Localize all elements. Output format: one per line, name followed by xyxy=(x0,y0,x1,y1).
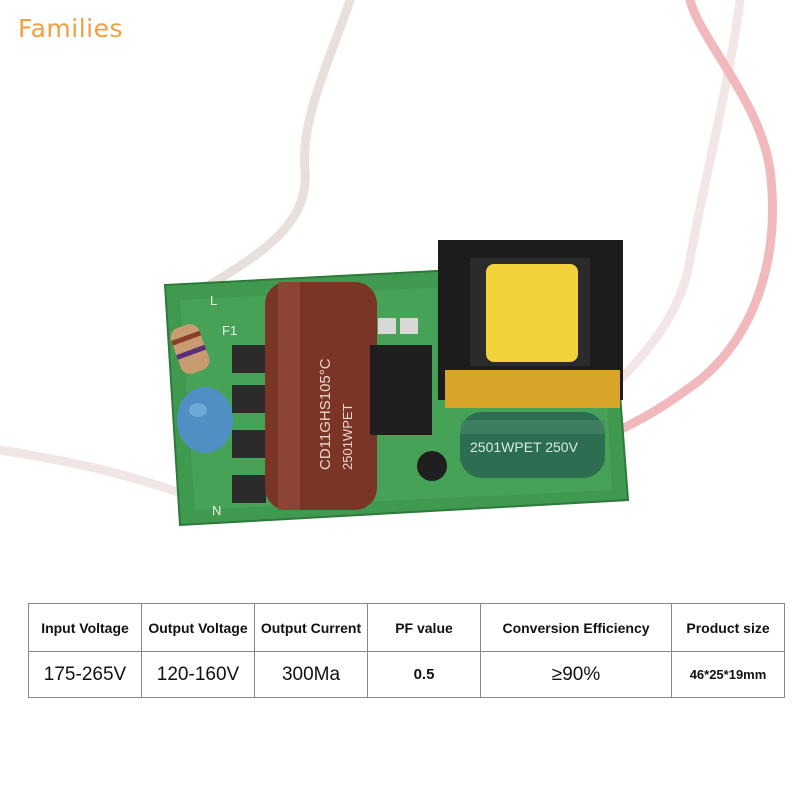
svg-text:2501WPET: 2501WPET xyxy=(340,403,355,470)
spec-table: Input Voltage Output Voltage Output Curr… xyxy=(28,603,785,698)
value-pf-value: 0.5 xyxy=(367,651,481,698)
svg-text:CD11GHS105°C: CD11GHS105°C xyxy=(317,358,334,470)
transistor xyxy=(417,451,447,481)
value-conversion-efficiency: ≥90% xyxy=(480,651,672,698)
brand-watermark: Families xyxy=(18,14,124,43)
ic-chip xyxy=(370,345,432,435)
pcb-label-n: N xyxy=(212,503,221,518)
header-pf-value: PF value xyxy=(367,603,481,652)
wire-top-left xyxy=(180,0,355,305)
pcb-label-l: L xyxy=(210,293,217,308)
value-product-size: 46*25*19mm xyxy=(671,651,785,698)
spec-table-value-row: 175-265V 120-160V 300Ma 0.5 ≥90% 46*25*1… xyxy=(28,651,785,698)
header-conversion-efficiency: Conversion Efficiency xyxy=(480,603,672,652)
value-input-voltage: 175-265V xyxy=(28,651,142,698)
pcb-label-f1: F1 xyxy=(222,323,237,338)
svg-text:2501WPET 250V: 2501WPET 250V xyxy=(470,439,579,455)
header-product-size: Product size xyxy=(671,603,785,652)
led-driver-board-photo: L F1 N CD11GHS105°C 2501WPET 2501WPET 25… xyxy=(0,0,777,527)
fuse-resistor xyxy=(170,324,210,374)
blue-x-capacitor xyxy=(177,387,233,453)
spec-table-header-row: Input Voltage Output Voltage Output Curr… xyxy=(28,603,785,652)
wire-right-red xyxy=(605,0,777,440)
value-output-current: 300Ma xyxy=(254,651,368,698)
header-output-current: Output Current xyxy=(254,603,368,652)
value-output-voltage: 120-160V xyxy=(141,651,255,698)
wire-left xyxy=(0,445,205,505)
header-input-voltage: Input Voltage xyxy=(28,603,142,652)
header-output-voltage: Output Voltage xyxy=(141,603,255,652)
